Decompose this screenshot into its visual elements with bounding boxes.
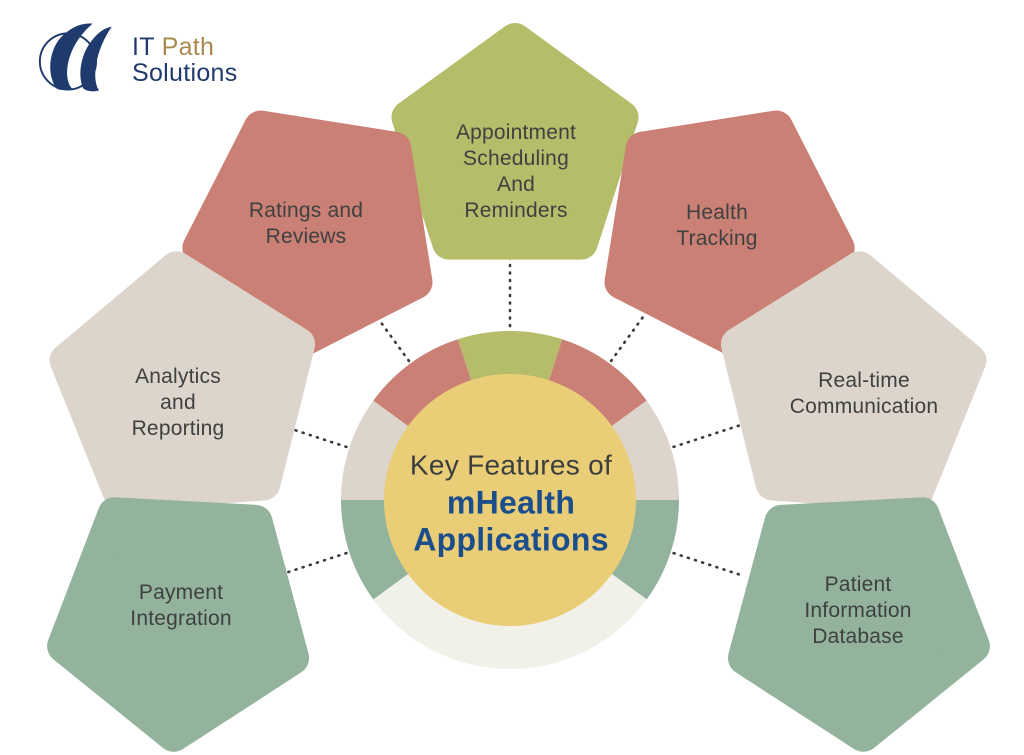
- ring-segment-top: [457, 331, 563, 383]
- logo-solutions: Solutions: [132, 59, 238, 87]
- logo-path: Path: [161, 33, 215, 61]
- logo-it: IT: [132, 33, 162, 61]
- logo: IT Path Solutions: [36, 18, 238, 102]
- pentagon-analytics-and-reporting: [49, 251, 316, 511]
- pentagon-payment-integration: [47, 497, 310, 752]
- pentagon-real-time-communication: [720, 251, 987, 511]
- logo-text: IT Path Solutions: [132, 34, 238, 86]
- center-circle: [384, 374, 636, 626]
- ring-segment-lower-right: [610, 500, 679, 600]
- connector-line-lower-right: [672, 551, 743, 577]
- ring-segment-upper-left: [373, 339, 472, 428]
- ring-segment-lower-left: [340, 500, 410, 600]
- pentagon-appointment-scheduling-and-reminders: [391, 23, 639, 260]
- center-ring: [340, 331, 679, 670]
- ring-segment-upper-right: [548, 339, 647, 428]
- connector-line-right: [672, 423, 743, 449]
- connector-line-lower-left: [277, 551, 348, 577]
- ring-segment-bottom: [373, 572, 647, 670]
- ring-segment-left: [341, 400, 410, 500]
- pentagon-health-tracking: [604, 110, 855, 361]
- ring-segment-right: [610, 400, 679, 500]
- logo-line-1: IT Path: [132, 34, 238, 60]
- logo-crescents-icon: [38, 23, 112, 92]
- pentagon-ratings-and-reviews: [182, 110, 433, 361]
- feature-pentagons: [47, 23, 990, 752]
- pentagon-patient-information-database: [727, 497, 990, 752]
